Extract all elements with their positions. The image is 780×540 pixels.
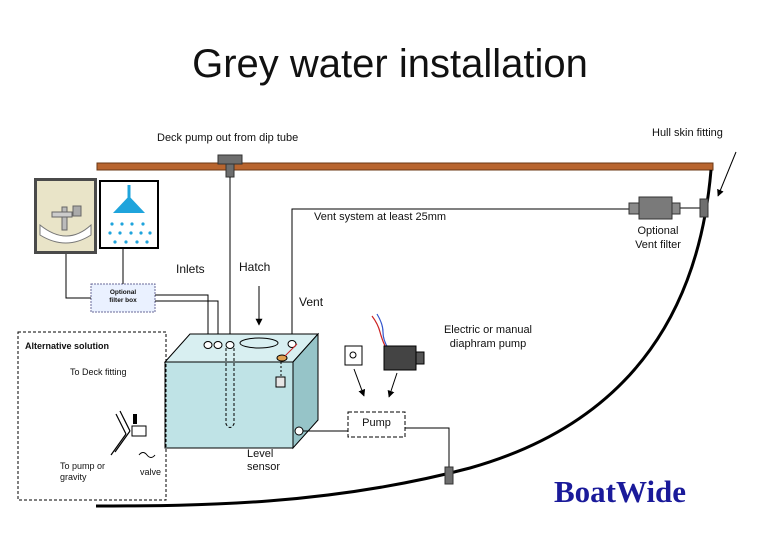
filter-box — [90, 283, 156, 313]
valve-icon — [110, 410, 156, 458]
outlet-port — [294, 426, 304, 436]
vent-pipe — [291, 208, 629, 344]
inlet-port-1 — [203, 341, 213, 349]
electric-pump-icon — [371, 313, 425, 371]
electric-pump-arrow — [387, 372, 398, 398]
deck-beam — [96, 162, 714, 171]
level-sensor-wire — [284, 343, 298, 357]
hull-skin-pointer — [717, 151, 737, 197]
alt-solution-title: Alternative solution — [25, 341, 110, 351]
hatch-label: Hatch — [239, 260, 271, 274]
level-sensor-float — [275, 376, 286, 388]
inlet-pipe-2 — [155, 300, 219, 342]
page-title: Grey water installation — [192, 42, 588, 86]
pump-discharge-pipe — [405, 427, 450, 470]
discharge-fitting — [444, 466, 454, 485]
tank-hatch — [239, 337, 279, 349]
vent-filter-icon — [628, 196, 681, 220]
manual-pump-icon — [344, 345, 363, 366]
level-sensor-head — [276, 354, 288, 362]
grey-water-tank — [163, 332, 320, 450]
manual-pump-arrow — [353, 368, 366, 397]
hull-fitting-icon — [699, 198, 709, 218]
valve-label: valve — [140, 467, 162, 477]
basin-tap-icon — [34, 178, 97, 254]
to-pump-gravity-label: To pump or gravity — [60, 461, 106, 482]
basin-drain-pipe — [65, 254, 91, 299]
pump-label: Pump — [362, 417, 391, 429]
vent-system-label: Vent system at least 25mm — [314, 211, 447, 223]
alt-solution-box — [17, 331, 167, 501]
inlets-label: Inlets — [176, 262, 205, 276]
level-sensor-label: Level sensor — [247, 448, 281, 473]
dip-tube-port — [225, 341, 235, 349]
inlet-pipe-1 — [155, 294, 209, 342]
vent-label: Vent — [299, 295, 324, 309]
hull-line — [95, 169, 713, 508]
deck-pump-label: Deck pump out from dip tube — [157, 132, 299, 144]
electric-pump-label: Electric or manual diaphram pump — [443, 324, 533, 350]
dip-tube — [225, 348, 235, 428]
vent-filter-label: Optional Vent filter — [635, 225, 681, 251]
shower-head-icon — [99, 180, 159, 249]
hull-skin-label: Hull skin fitting — [652, 127, 723, 139]
pump-box — [347, 411, 406, 438]
vent-port — [287, 340, 297, 348]
brand-logo: BoatWide — [554, 474, 687, 509]
inlet-port-2 — [213, 341, 223, 349]
to-deck-fitting-label: To Deck fitting — [70, 367, 127, 377]
filter-box-label: Optional filter box — [109, 289, 137, 304]
